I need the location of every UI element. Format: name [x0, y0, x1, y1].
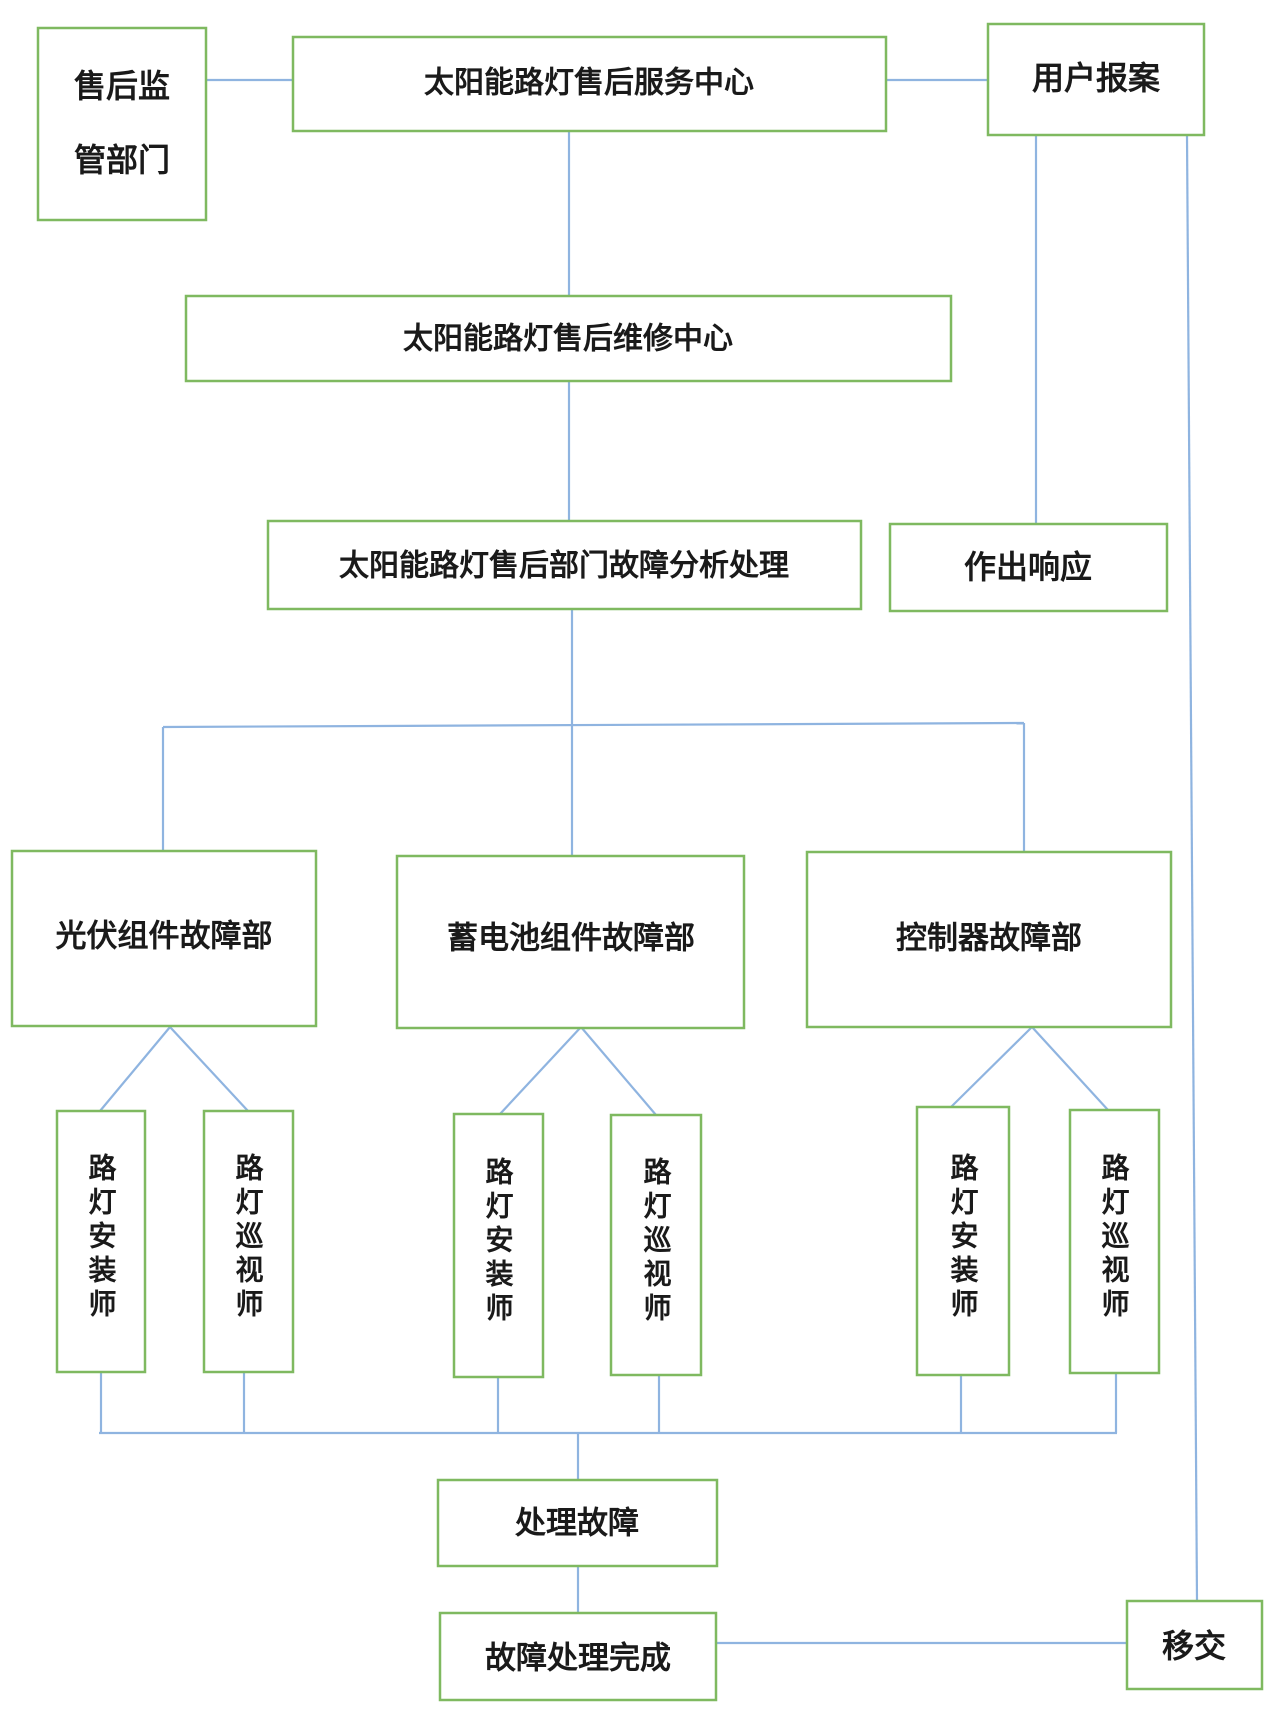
controller-installer-label: 路灯安装师 [947, 1153, 980, 1323]
supervision-label-line2: 管部门 [74, 141, 170, 179]
fault-analysis-label: 太阳能路灯售后部门故障分析处理 [339, 549, 789, 584]
pv-dept-label: 光伏组件故障部 [56, 919, 273, 955]
node-pv-dept: 光伏组件故障部 [10, 849, 318, 1028]
node-user-report: 用户报案 [986, 22, 1206, 137]
pv-patroller-label: 路灯巡视师 [232, 1153, 265, 1323]
battery-patroller-label: 路灯巡视师 [640, 1157, 673, 1327]
node-handle-fault: 处理故障 [436, 1478, 719, 1568]
respond-label: 作出响应 [964, 548, 1092, 586]
pv-installer-label: 路灯安装师 [85, 1153, 118, 1323]
controller-dept-label: 控制器故障部 [896, 921, 1082, 957]
node-pv-installer: 路灯安装师 [55, 1109, 147, 1374]
edge-user-transfer [1185, 134, 1199, 1602]
node-transfer: 移交 [1125, 1599, 1264, 1691]
edge-pv-patroller [169, 1026, 249, 1112]
node-respond: 作出响应 [888, 522, 1169, 613]
node-repair-center: 太阳能路灯售后维修中心 [184, 294, 953, 383]
user-report-label: 用户报案 [1032, 59, 1161, 97]
node-fault-done: 故障处理完成 [438, 1611, 718, 1702]
node-pv-patroller: 路灯巡视师 [202, 1109, 295, 1374]
handle-fault-label: 处理故障 [514, 1506, 639, 1542]
edge-battery-installer [499, 1026, 582, 1115]
transfer-label: 移交 [1162, 1627, 1226, 1665]
node-supervision: 售后监 管部门 [36, 26, 208, 222]
edge-branch-bar [162, 721, 1025, 729]
edge-pv-installer [99, 1026, 171, 1112]
edge-battery-patroller [580, 1026, 657, 1116]
node-battery-dept: 蓄电池组件故障部 [395, 854, 746, 1030]
fault-done-label: 故障处理完成 [485, 1641, 671, 1677]
repair-center-label: 太阳能路灯售后维修中心 [403, 322, 733, 357]
node-controller-dept: 控制器故障部 [805, 850, 1173, 1029]
node-battery-patroller: 路灯巡视师 [609, 1113, 703, 1377]
node-controller-patroller: 路灯巡视师 [1068, 1108, 1161, 1375]
edge-controller-patroller [1031, 1026, 1109, 1111]
battery-dept-label: 蓄电池组件故障部 [447, 921, 695, 957]
supervision-label-line1: 售后监 [74, 67, 170, 105]
node-controller-installer: 路灯安装师 [915, 1105, 1011, 1377]
node-service-center: 太阳能路灯售后服务中心 [291, 35, 888, 133]
connectors [99, 78, 1199, 1645]
controller-patroller-label: 路灯巡视师 [1098, 1153, 1131, 1323]
edge-controller-installer [950, 1026, 1033, 1108]
service-center-label: 太阳能路灯售后服务中心 [424, 66, 754, 101]
node-battery-installer: 路灯安装师 [452, 1112, 545, 1379]
battery-installer-label: 路灯安装师 [482, 1157, 515, 1327]
node-fault-analysis: 太阳能路灯售后部门故障分析处理 [266, 519, 863, 611]
